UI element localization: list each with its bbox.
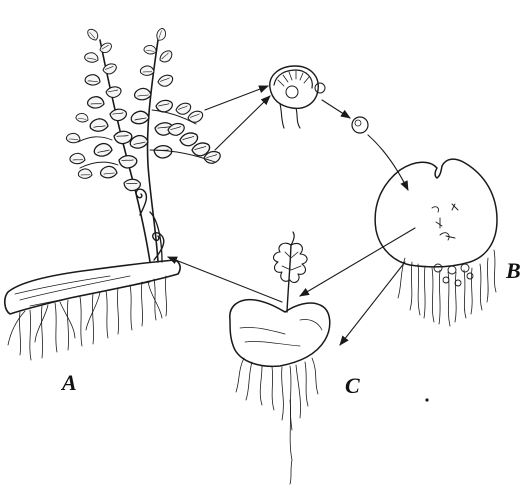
frond-left <box>66 27 142 192</box>
arrow-sporangium-to-spore <box>322 100 350 118</box>
young-roots <box>236 358 318 484</box>
life-cycle-arrows <box>168 86 415 345</box>
arrow-prothallus-to-young-fern-2 <box>340 262 405 345</box>
frond-right <box>130 27 221 164</box>
sporangium <box>270 66 325 128</box>
mature-fern-sporophyte <box>5 27 221 360</box>
arrow-prothallus-to-young-fern-1 <box>300 228 415 296</box>
label-c: C <box>345 373 360 399</box>
rhizoids <box>398 250 496 326</box>
arrow-young-fern-to-mature <box>168 257 282 302</box>
label-b: B <box>506 258 521 284</box>
arrow-frond-to-sporangium-1 <box>205 86 268 110</box>
stray-dot <box>425 398 428 401</box>
young-sporophyte <box>230 232 330 484</box>
prothallus-gametophyte <box>375 159 497 326</box>
label-a: A <box>62 370 77 396</box>
arrow-frond-to-sporangium-2 <box>215 96 270 150</box>
rhizome-roots <box>8 276 167 360</box>
spore <box>352 117 368 133</box>
